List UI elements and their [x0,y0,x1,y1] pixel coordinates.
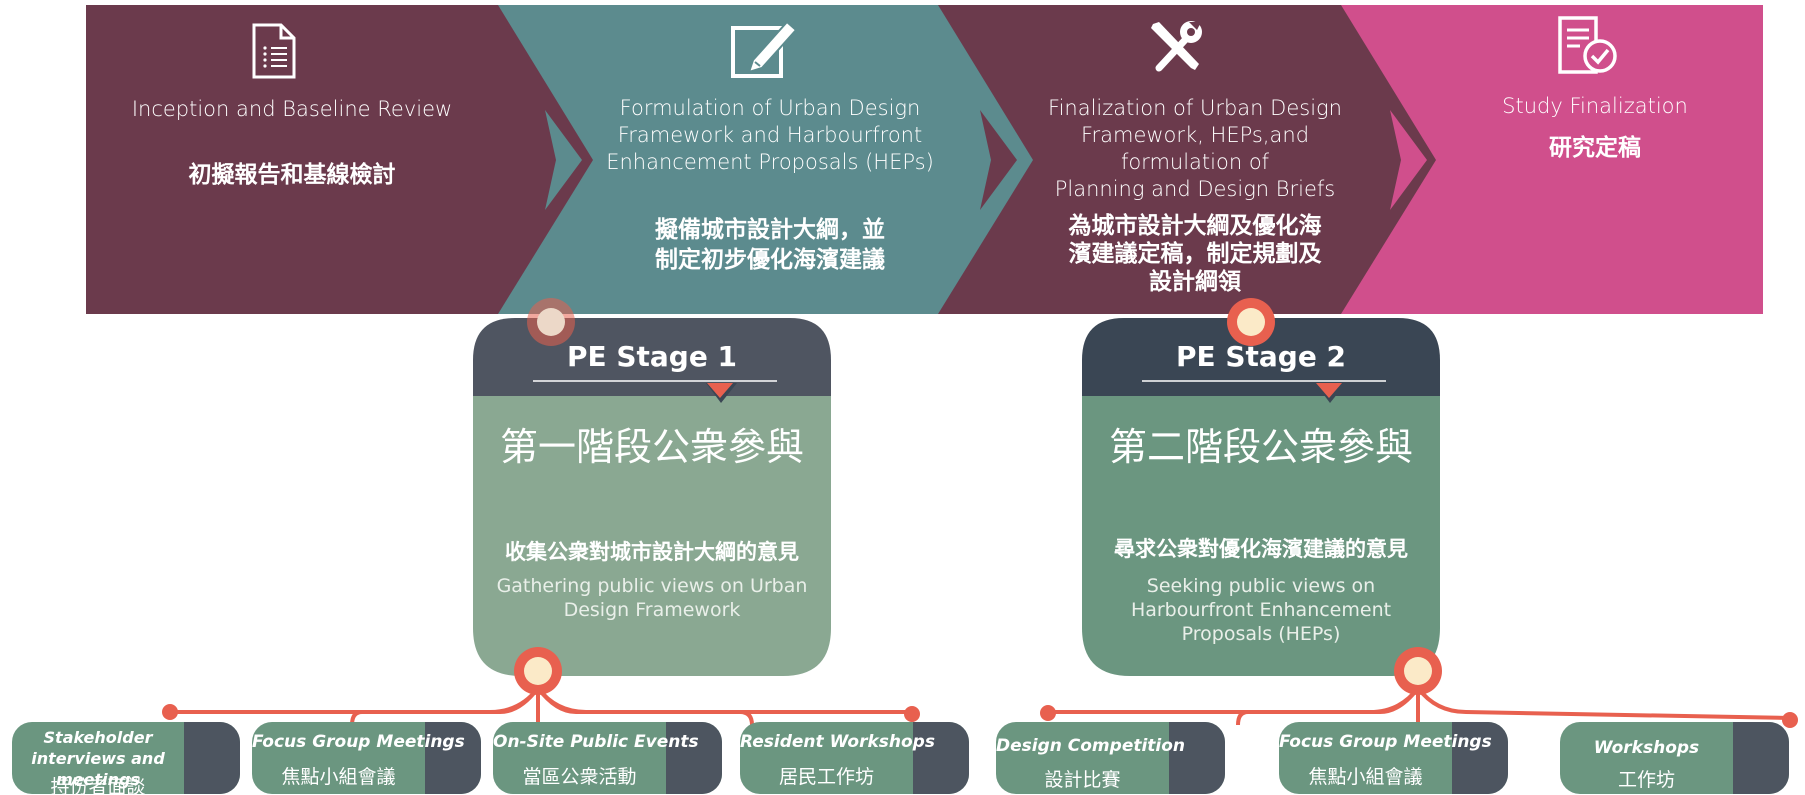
activity-focus-group-meetings-1: Focus Group Meetings 焦點小組會議 [252,722,481,794]
stage-1-title: PE Stage 1 [566,340,738,373]
chevron-marker-1 [545,110,582,210]
activity-resident-workshops: Resident Workshops 居民工作坊 [740,722,969,794]
phase-4-title-zh: 研究定稿 [1549,135,1641,161]
phase-2-band [498,5,1033,314]
activity-workshops: Workshops 工作坊 [1560,722,1789,794]
stage-2-subtitle-en: Seeking public views on Harbourfront Enh… [1130,575,1392,645]
pencil-edit-icon [731,20,798,78]
stage-1-card [473,318,831,676]
phase-4-title-en: Study Finalization [1502,94,1688,118]
tools-icon [1151,21,1202,72]
stage-2-title: PE Stage 2 [1175,340,1347,373]
stage-2-card [1082,318,1440,676]
chevron-marker-2 [980,110,1017,210]
phase-3-title-zh: 為城市設計大綱及優化海 濱建議定稿，制定規劃及 設計綱領 [1068,213,1322,295]
activity-on-site-public-events: On-Site Public Events 當區公衆活動 [493,722,722,794]
stage-1-subtitle-zh: 收集公衆對城市設計大綱的意見 [505,540,799,564]
activity-stakeholder-interviews: Stakeholder interviews and meetings 持份者面… [12,722,240,794]
phase-2-title-zh: 擬備城市設計大綱，並 制定初步優化海濱建議 [655,217,885,273]
stage-2-title-zh: 第二階段公衆參與 [1108,425,1413,469]
checklist-icon [1558,16,1617,74]
chevron-marker-3 [1390,110,1427,210]
phase-3-band [938,5,1436,314]
phase-1-band [86,5,593,314]
document-icon [252,23,296,79]
phase-3-title-en: Finalization of Urban Design Framework, … [1048,96,1342,201]
stage-2-subtitle-zh: 尋求公衆對優化海濱建議的意見 [1114,537,1408,561]
stage-1-subtitle-en: Gathering public views on Urban Design F… [496,575,808,621]
phase-1-title-en: Inception and Baseline Review [131,97,453,121]
phase-1-title-zh: 初擬報告和基線檢討 [188,162,396,188]
phase-2-title-en: Formulation of Urban Design Framework an… [606,96,934,174]
stage-1-title-zh: 第一階段公衆參與 [499,425,804,469]
activity-design-competition: Design Competition 設計比賽 [996,722,1225,794]
activity-focus-group-meetings-2: Focus Group Meetings 焦點小組會議 [1279,722,1508,794]
